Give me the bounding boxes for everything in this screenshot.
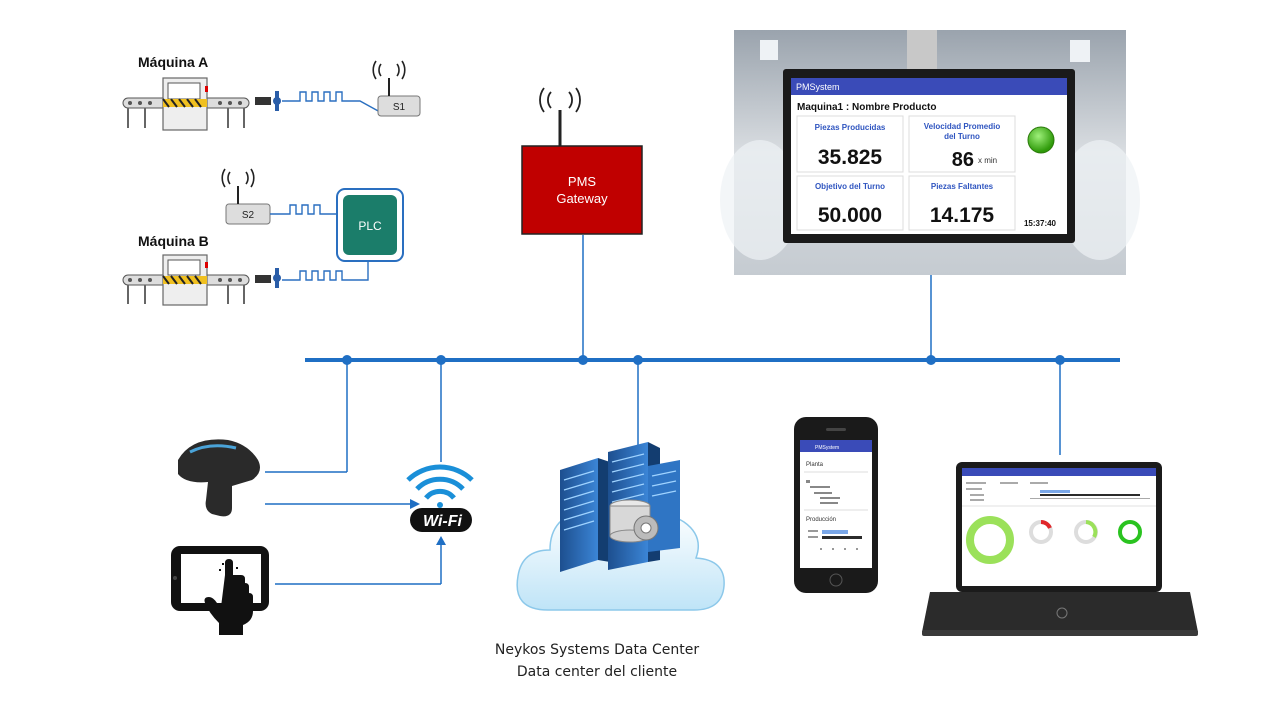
card-velocidad-title-1: Velocidad Promedio bbox=[924, 122, 1001, 131]
sensor-s1-label: S1 bbox=[393, 102, 406, 113]
card-piezas-producidas-value: 35.825 bbox=[818, 146, 883, 169]
wifi-label: Wi-Fi bbox=[423, 513, 463, 530]
machine-a: S1 bbox=[122, 60, 421, 131]
plc-label: PLC bbox=[358, 219, 382, 233]
monitor-app-title: PMSystem bbox=[796, 82, 840, 92]
datacenter-cloud bbox=[516, 442, 725, 611]
sensor-s2-label: S2 bbox=[242, 210, 255, 221]
card-faltantes-title: Piezas Faltantes bbox=[931, 182, 994, 191]
phone-section-produccion: Producción bbox=[806, 517, 836, 523]
gateway-line2: Gateway bbox=[556, 191, 608, 206]
card-velocidad-title-2: del Turno bbox=[944, 132, 980, 141]
gateway-line1: PMS bbox=[568, 174, 597, 189]
monitor-subtitle: Maquina1 : Nombre Producto bbox=[797, 102, 936, 113]
card-velocidad-unit: x min bbox=[978, 156, 997, 165]
machine-a-label: Máquina A bbox=[138, 54, 209, 70]
factory-monitor: PMSystem Maquina1 : Nombre Producto Piez… bbox=[720, 30, 1140, 275]
datacenter-caption-line1: Neykos Systems Data Center bbox=[494, 642, 700, 658]
signal-icon bbox=[372, 60, 406, 80]
card-objetivo-value: 50.000 bbox=[818, 204, 882, 227]
machine-b-label: Máquina B bbox=[138, 233, 209, 249]
card-velocidad-value: 86 bbox=[952, 149, 974, 171]
monitor-clock: 15:37:40 bbox=[1024, 219, 1057, 228]
antenna-icon bbox=[539, 87, 581, 113]
signal-icon bbox=[221, 168, 255, 188]
barcode-scanner-icon bbox=[178, 439, 260, 517]
phone-section-planta: Planta bbox=[806, 462, 824, 468]
status-led-icon bbox=[1027, 126, 1055, 154]
tablet-touch-icon bbox=[171, 546, 269, 635]
laptop bbox=[922, 462, 1198, 636]
card-objetivo-title: Objetivo del Turno bbox=[815, 182, 885, 191]
card-faltantes-value: 14.175 bbox=[930, 204, 995, 227]
machine-b: S2 PLC bbox=[122, 168, 404, 306]
wifi-icon: Wi-Fi bbox=[406, 464, 474, 532]
smartphone: PMSystem Planta Producción bbox=[794, 417, 878, 593]
pms-gateway: PMS Gateway bbox=[521, 87, 643, 235]
phone-app-title: PMSystem bbox=[815, 445, 839, 451]
card-piezas-producidas-title: Piezas Producidas bbox=[815, 123, 886, 132]
network-bus bbox=[265, 235, 1120, 585]
datacenter-caption-line2: Data center del cliente bbox=[516, 664, 678, 680]
